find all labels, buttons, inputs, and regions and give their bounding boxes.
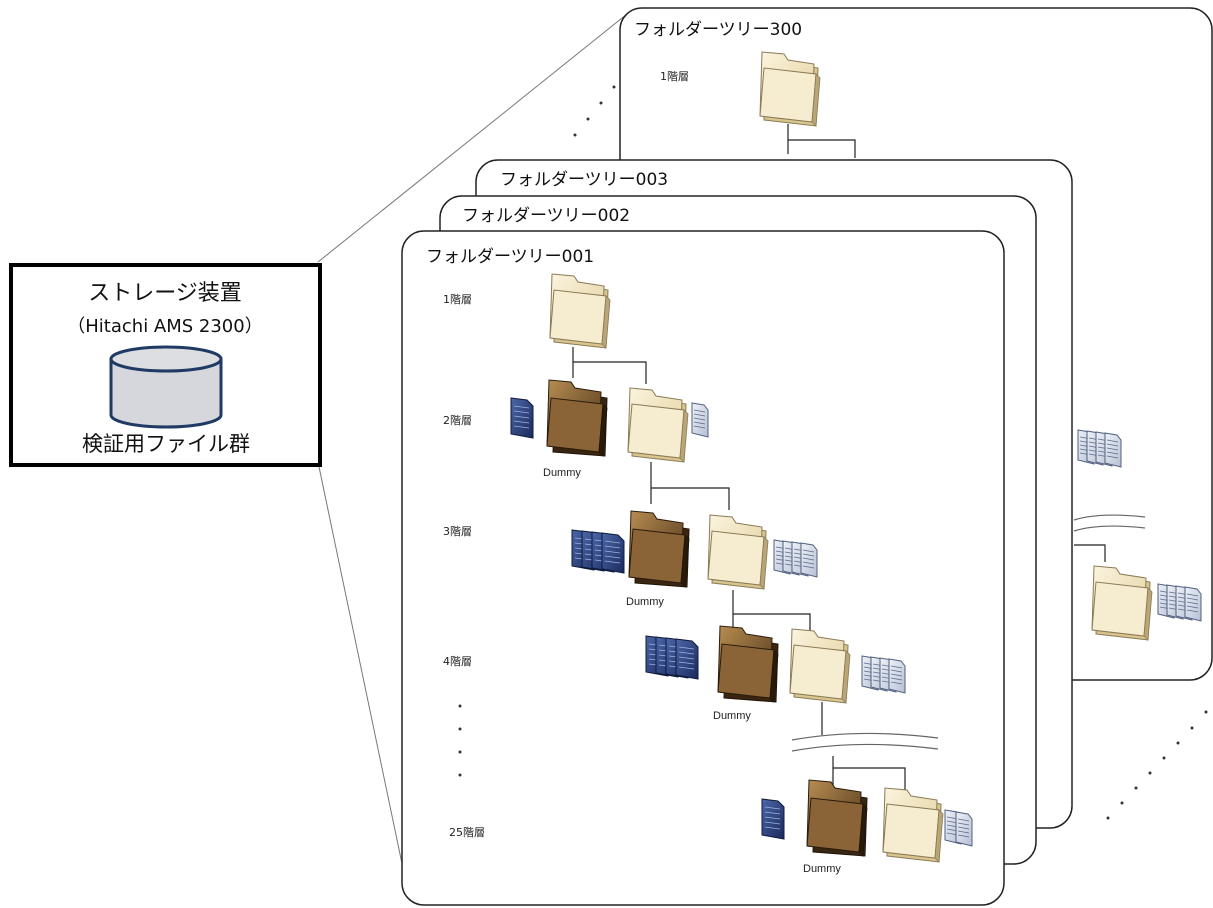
files-stack-icon: [774, 540, 817, 577]
disk-cylinder-icon: [109, 345, 223, 429]
omission-wave: [1073, 514, 1146, 532]
dummy-folder-icon: [628, 510, 690, 588]
folder-icon: [759, 51, 821, 127]
dummy-label: Dummy: [626, 596, 664, 608]
tree-300-layer-1: 1階層: [660, 69, 689, 83]
file-icon: [691, 402, 709, 438]
storage-title: ストレージ装置: [88, 281, 242, 306]
files-stack-icon: [1078, 430, 1121, 467]
folder-icon: [549, 273, 611, 349]
dummy-folder-icon: [717, 625, 779, 703]
layer-label-1: 1階層: [443, 292, 472, 306]
folder-icon: [707, 514, 769, 590]
connector-line-top: [317, 9, 633, 263]
tree-300-title: フォルダーツリー300: [634, 20, 802, 40]
tree-connector: [1074, 544, 1106, 562]
layer-label-3: 3階層: [443, 524, 472, 538]
tree-connector: [787, 124, 856, 158]
files-stack-icon: [862, 656, 905, 693]
connector-line-bottom: [317, 461, 406, 879]
file-icon: [955, 811, 973, 847]
dummy-label: Dummy: [543, 467, 581, 479]
dummy-folder-icon: [806, 779, 868, 857]
dummy-label: Dummy: [803, 863, 841, 875]
tree-001-title: フォルダーツリー001: [426, 247, 594, 267]
dummy-label: Dummy: [713, 710, 751, 722]
files-stack-icon: [646, 636, 698, 679]
file-icon: [761, 798, 785, 840]
storage-model: （Hitachi AMS 2300）: [67, 316, 262, 337]
layer-label-4: 4階層: [443, 654, 472, 668]
tree-connector: [732, 590, 811, 636]
storage-file-label: 検証用ファイル群: [82, 432, 250, 456]
dummy-folder-icon: [546, 379, 608, 457]
tree-connector: [832, 756, 906, 790]
omission-wave: [791, 732, 939, 752]
folder-icon: [627, 387, 689, 463]
folder-icon: [789, 628, 851, 704]
folder-icon: [1091, 565, 1153, 641]
tree-003-title: フォルダーツリー003: [500, 170, 668, 190]
layer-ellipsis: [458, 704, 462, 777]
files-stack-icon: [572, 530, 624, 573]
folder-tree-001: フォルダーツリー001 1階層 2階層 3階層 4階層 25階層 Dummy D…: [401, 230, 1005, 906]
tree-connector: [650, 462, 730, 510]
layer-label-25: 25階層: [449, 825, 485, 839]
folder-icon: [882, 787, 944, 863]
layer-label-2: 2階層: [443, 413, 472, 427]
storage-device-box: ストレージ装置 （Hitachi AMS 2300） 検証用ファイル群: [9, 263, 322, 467]
tree-connector: [572, 347, 647, 384]
file-icon: [510, 397, 534, 439]
tree-002-title: フォルダーツリー002: [462, 206, 630, 226]
files-stack-icon: [1158, 584, 1201, 621]
